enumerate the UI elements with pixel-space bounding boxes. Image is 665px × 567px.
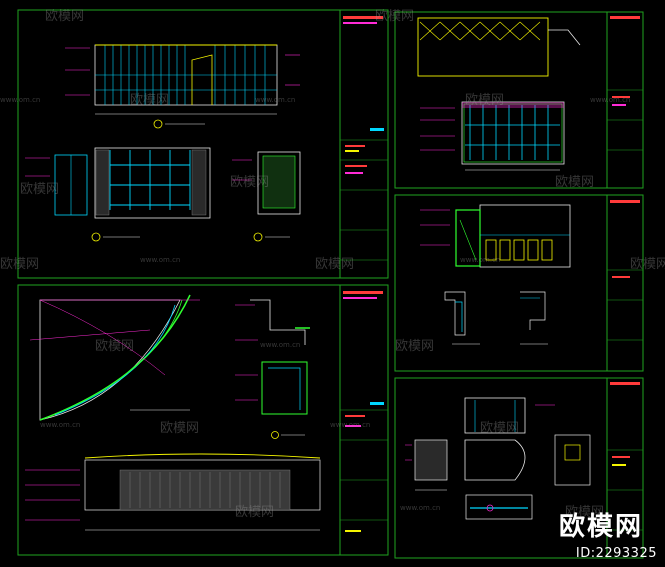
elevation-top-left-lower <box>25 147 301 242</box>
elevation-top-left-upper <box>65 44 300 129</box>
svg-text:欧模网: 欧模网 <box>0 257 39 272</box>
svg-text:欧模网: 欧模网 <box>235 505 274 520</box>
svg-text:www.om.cn: www.om.cn <box>400 504 440 512</box>
watermark-id-label: ID:2293325 <box>575 546 657 561</box>
watermark-brand: 欧模网 <box>558 512 643 542</box>
svg-text:欧模网: 欧模网 <box>160 421 199 436</box>
svg-text:欧模网: 欧模网 <box>45 9 84 24</box>
svg-text:欧模网: 欧模网 <box>375 9 414 24</box>
svg-text:欧模网: 欧模网 <box>315 257 354 272</box>
sheet-borders <box>17 9 644 559</box>
elevation-top-right <box>417 17 581 171</box>
details-bottom-right <box>405 397 591 520</box>
title-blocks <box>340 16 643 532</box>
svg-text:www.om.cn: www.om.cn <box>0 96 40 104</box>
sheet-top-right <box>394 11 644 189</box>
svg-text:www.om.cn: www.om.cn <box>255 96 295 104</box>
elevation-middle-right <box>420 204 571 345</box>
plan-bottom-left <box>25 294 321 531</box>
svg-text:www.om.cn: www.om.cn <box>460 256 500 264</box>
svg-text:欧模网: 欧模网 <box>465 93 504 108</box>
svg-text:www.om.cn: www.om.cn <box>590 96 630 104</box>
svg-text:欧模网: 欧模网 <box>130 93 169 108</box>
svg-text:欧模网: 欧模网 <box>565 505 604 520</box>
svg-text:欧模网: 欧模网 <box>230 175 269 190</box>
sheet-top-left <box>17 9 389 279</box>
svg-text:www.om.cn: www.om.cn <box>330 421 370 429</box>
svg-text:www.om.cn: www.om.cn <box>40 421 80 429</box>
svg-text:www.om.cn: www.om.cn <box>260 341 300 349</box>
sheet-middle-right <box>394 194 644 372</box>
svg-text:欧模网: 欧模网 <box>95 339 134 354</box>
sheet-bottom-right <box>394 377 644 559</box>
svg-text:欧模网: 欧模网 <box>395 339 434 354</box>
svg-text:www.om.cn: www.om.cn <box>140 256 180 264</box>
watermark-pattern: 欧模网 欧模网 欧模网 欧模网 欧模网 欧模网 欧模网 欧模网 欧模网 欧模网 … <box>0 9 665 520</box>
svg-text:欧模网: 欧模网 <box>20 182 59 197</box>
sheet-bottom-left <box>17 284 389 556</box>
svg-text:欧模网: 欧模网 <box>630 257 665 272</box>
svg-text:欧模网: 欧模网 <box>480 421 519 436</box>
svg-text:欧模网: 欧模网 <box>555 175 594 190</box>
